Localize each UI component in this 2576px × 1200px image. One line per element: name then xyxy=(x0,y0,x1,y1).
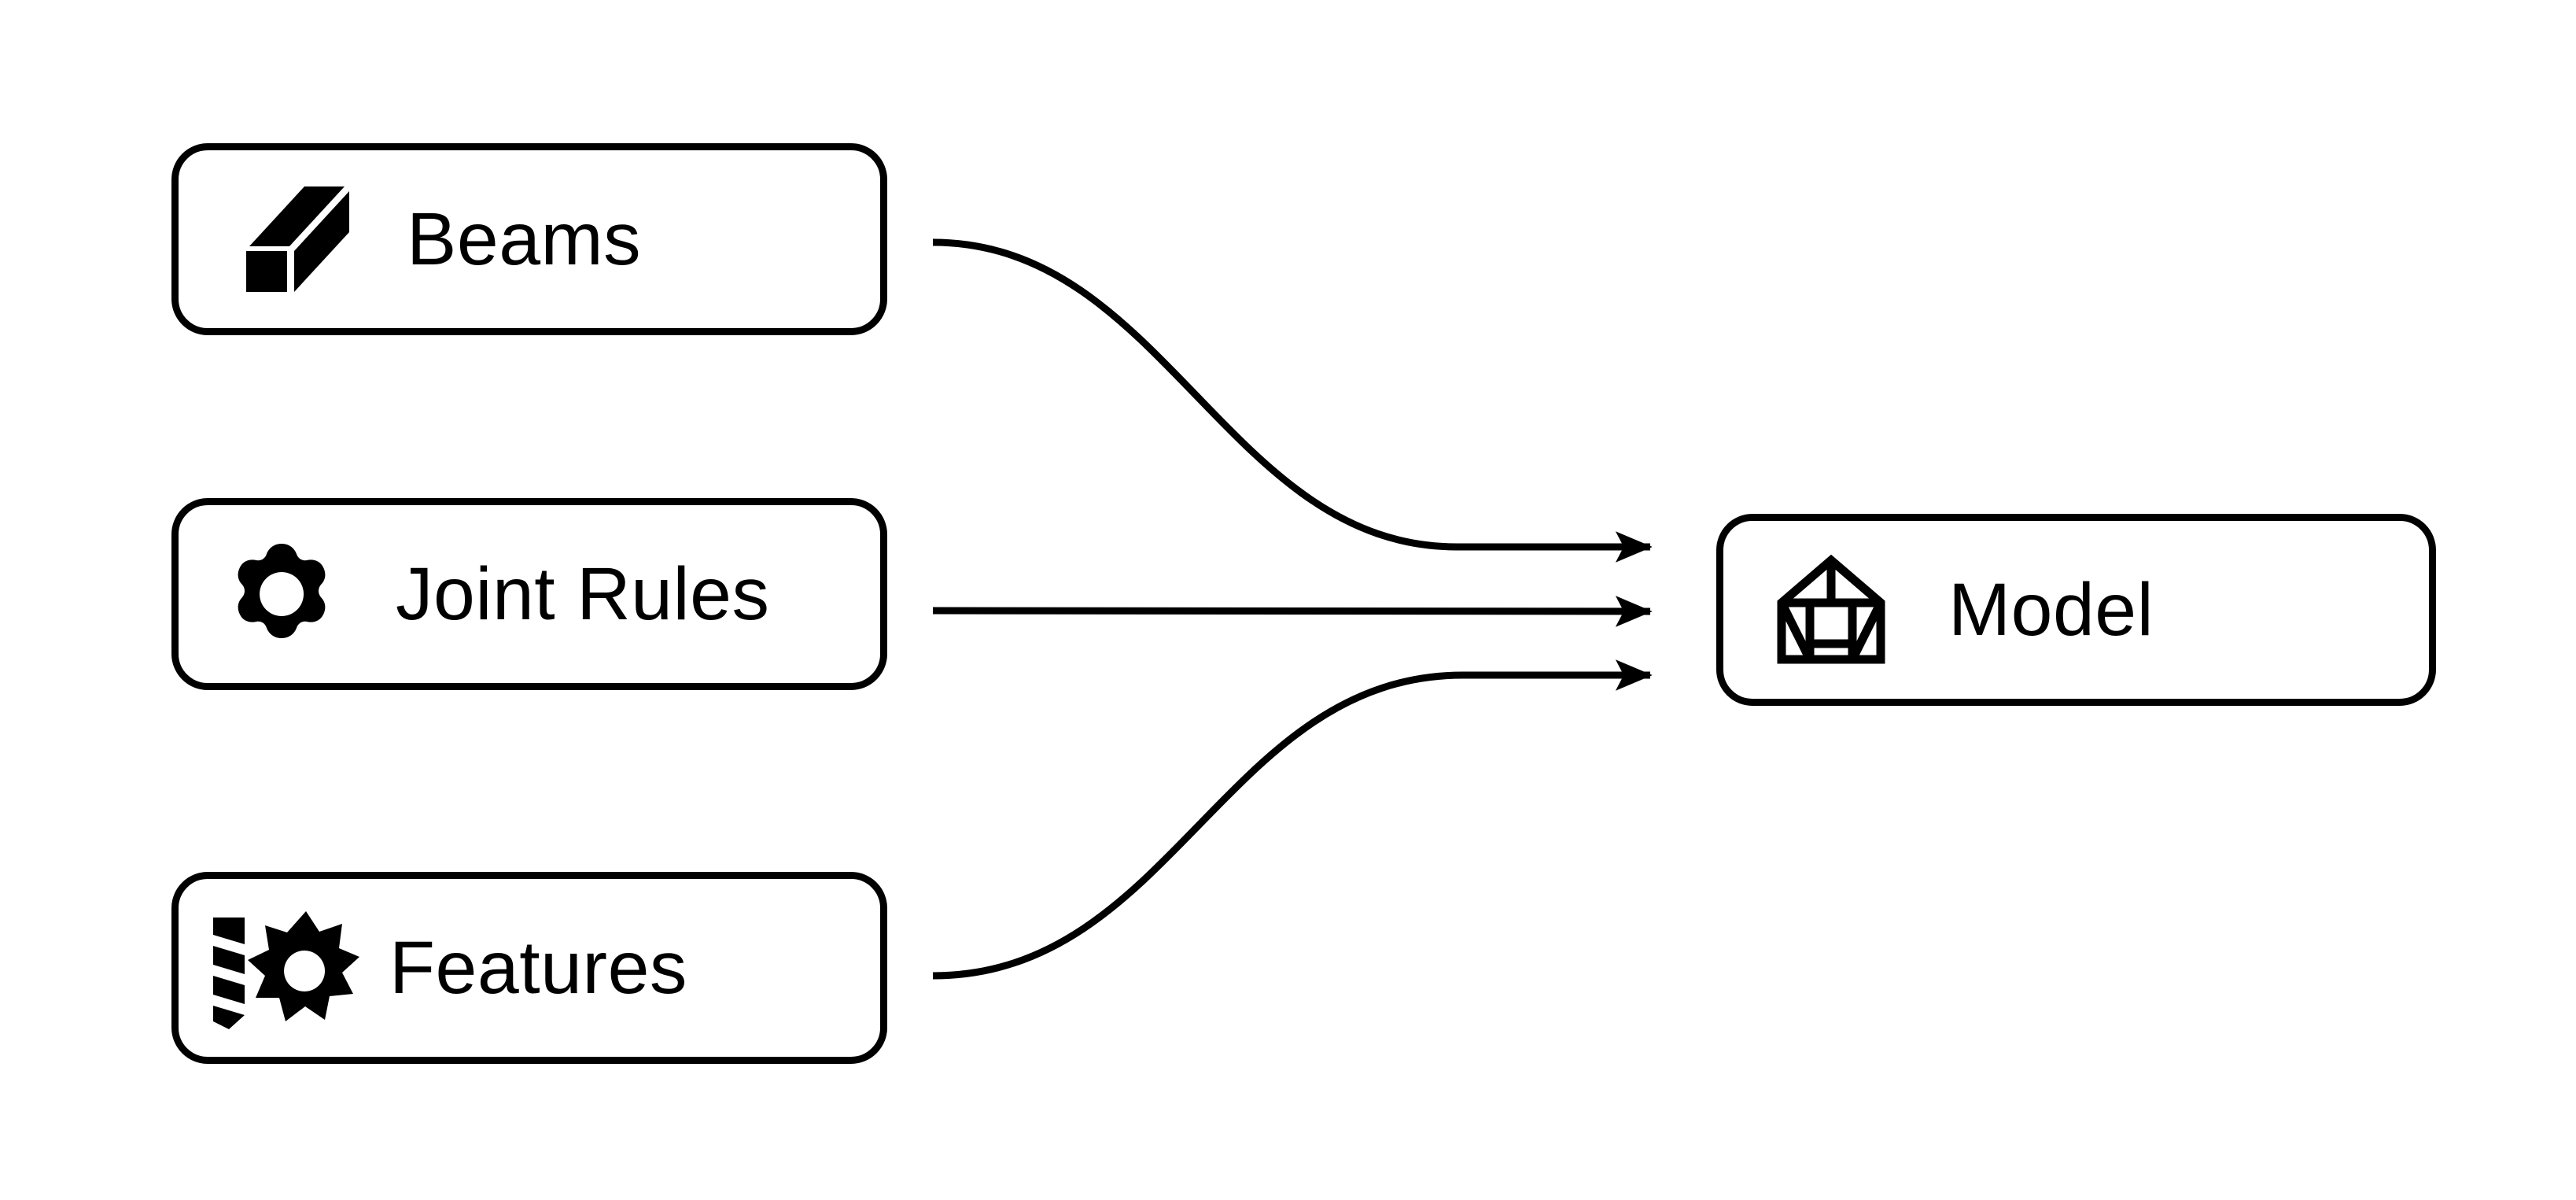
timber-frame-house-icon xyxy=(1772,551,1890,669)
node-model[interactable]: Model xyxy=(1716,514,2436,706)
edge-features-to-model xyxy=(932,659,1653,980)
drill-bit-part xyxy=(213,918,245,1029)
node-features[interactable]: Features xyxy=(171,872,887,1064)
node-beams[interactable]: Beams xyxy=(171,143,887,335)
node-label-beams: Beams xyxy=(407,197,642,281)
node-label-features: Features xyxy=(389,925,687,1010)
node-label-model: Model xyxy=(1948,567,2154,652)
drill-bit-saw-blade-icon xyxy=(204,905,361,1031)
node-joint-rules[interactable]: Joint Rules xyxy=(171,498,887,690)
node-label-joint-rules: Joint Rules xyxy=(396,552,770,636)
edge-beams-to-model xyxy=(932,238,1653,563)
beam-3d-icon xyxy=(216,180,350,298)
saw-blade-part xyxy=(248,911,359,1021)
gear-icon xyxy=(230,535,333,653)
